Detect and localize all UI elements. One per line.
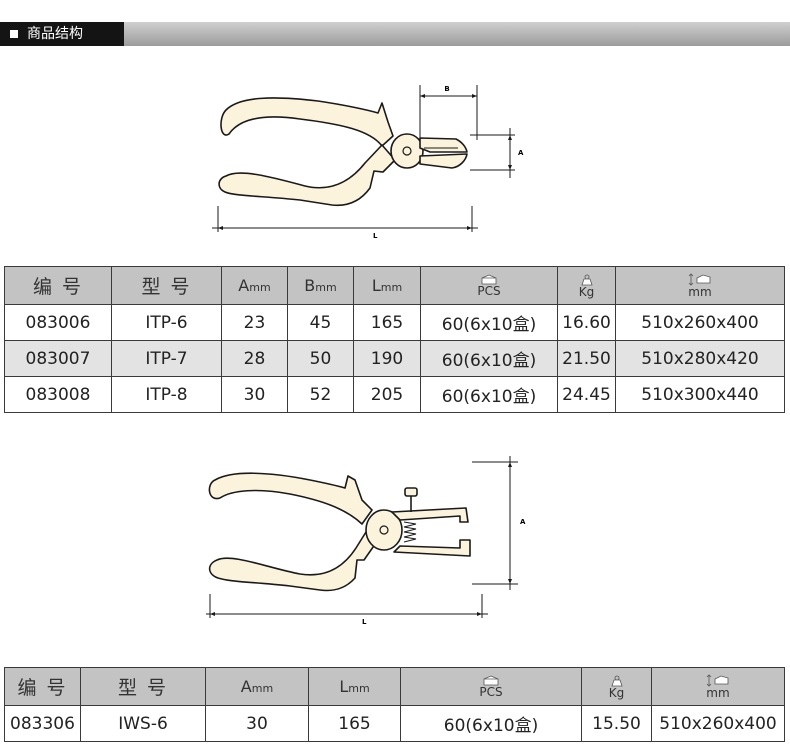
lower-jaw [419, 153, 468, 169]
cell-l: 165 [308, 705, 401, 742]
spring [403, 521, 417, 543]
col-b-header: Bmm [287, 266, 354, 305]
col-dimensions-header: mm [651, 667, 785, 706]
cell-model: ITP-8 [111, 376, 222, 413]
wire-stripper-drawing: A L [206, 456, 526, 626]
cell-model: ITP-7 [111, 340, 222, 377]
cell-b: 50 [287, 340, 354, 377]
section-title: 商品结构 [27, 26, 83, 42]
cell-code: 083008 [4, 376, 112, 413]
cell-pack: 60(6x10盒) [420, 376, 558, 413]
cell-kg: 21.50 [557, 340, 616, 377]
upper-jaw [419, 137, 468, 153]
cell-l: 165 [353, 304, 421, 341]
spec-table-iws: 编 号 型 号 Amm Lmm PCS Kg mm 083306 IWS-6 3… [4, 667, 785, 742]
section-header: 商品结构 [0, 22, 790, 46]
dim-a-label: A [520, 518, 526, 526]
cell-size: 510x280x420 [615, 340, 785, 377]
header-tag: 商品结构 [0, 22, 124, 46]
cell-model: IWS-6 [80, 705, 206, 742]
col-model-header: 型 号 [111, 266, 222, 305]
box-icon [481, 274, 497, 285]
cell-pack: 60(6x10盒) [420, 340, 558, 377]
cell-kg: 15.50 [581, 705, 652, 742]
cell-model: ITP-6 [111, 304, 222, 341]
col-l-header: Lmm [353, 266, 421, 305]
col-pcs-header: PCS [400, 667, 582, 706]
table-row: 083306 IWS-6 30 165 60(6x10盒) 15.50 510x… [4, 705, 785, 742]
cell-code: 083007 [4, 340, 112, 377]
cell-a: 30 [205, 705, 309, 742]
cell-size: 510x300x440 [615, 376, 785, 413]
cell-pack: 60(6x10盒) [420, 304, 558, 341]
table-header-row: 编 号 型 号 Amm Lmm PCS Kg mm [4, 667, 785, 706]
col-pcs-header: PCS [420, 266, 558, 305]
cell-kg: 24.45 [557, 376, 616, 413]
carton-size-icon [706, 674, 729, 687]
col-dimensions-header: mm [615, 266, 785, 305]
table-row: 083006 ITP-6 23 45 165 60(6x10盒) 16.60 5… [4, 304, 785, 341]
col-a-header: Amm [205, 667, 309, 706]
dim-l-label: L [362, 618, 367, 626]
table-row: 083007 ITP-7 28 50 190 60(6x10盒) 21.50 5… [4, 340, 785, 377]
pivot-boss [365, 509, 403, 551]
col-kg-header: Kg [581, 667, 652, 706]
dim-l-label: L [373, 232, 378, 240]
cell-a: 28 [221, 340, 288, 377]
col-a-header: Amm [221, 266, 288, 305]
cell-kg: 16.60 [557, 304, 616, 341]
carton-size-icon [688, 273, 711, 286]
lower-handle [218, 144, 396, 207]
col-model-header: 型 号 [80, 667, 206, 706]
spec-table-itp: 编 号 型 号 Amm Bmm Lmm PCS Kg mm 083006 ITP… [4, 266, 785, 413]
weight-icon [610, 675, 623, 686]
pliers-drawing: B A L [212, 85, 524, 240]
upper-jaw [391, 507, 469, 523]
cell-code: 083306 [4, 705, 81, 742]
col-kg-header: Kg [557, 266, 616, 305]
cell-b: 45 [287, 304, 354, 341]
box-icon [483, 675, 499, 686]
col-code-header: 编 号 [4, 667, 81, 706]
cell-a: 23 [221, 304, 288, 341]
table-header-row: 编 号 型 号 Amm Bmm Lmm PCS Kg mm [4, 266, 785, 305]
dim-b-label: B [444, 85, 449, 93]
upper-handle [208, 472, 373, 525]
cell-size: 510x260x400 [615, 304, 785, 341]
col-l-header: Lmm [308, 667, 401, 706]
lower-jaw [393, 539, 471, 557]
cell-a: 30 [221, 376, 288, 413]
lower-handle [208, 531, 379, 592]
adjust-screw [404, 487, 418, 497]
weight-icon [580, 274, 593, 285]
upper-handle [220, 97, 394, 147]
dim-a-label: A [518, 149, 524, 157]
cell-l: 190 [353, 340, 421, 377]
header-bar [0, 22, 790, 46]
pivot-boss [390, 133, 424, 169]
cell-code: 083006 [4, 304, 112, 341]
cell-l: 205 [353, 376, 421, 413]
col-code-header: 编 号 [4, 266, 112, 305]
cell-b: 52 [287, 376, 354, 413]
cell-pack: 60(6x10盒) [400, 705, 582, 742]
square-bullet-icon [10, 29, 18, 38]
cell-size: 510x260x400 [651, 705, 785, 742]
table-row: 083008 ITP-8 30 52 205 60(6x10盒) 24.45 5… [4, 376, 785, 413]
